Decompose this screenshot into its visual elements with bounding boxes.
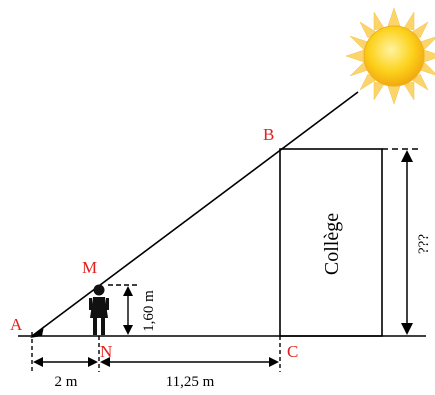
person-height-arrow bbox=[123, 286, 133, 335]
point-label-N: N bbox=[100, 342, 112, 361]
dim-NC-arrow bbox=[100, 357, 279, 367]
dist-NC-label: 11,25 m bbox=[166, 374, 215, 390]
building-label: Collège bbox=[321, 213, 343, 275]
sun-icon bbox=[345, 7, 435, 105]
dist-AN-label: 2 m bbox=[55, 374, 78, 390]
person-icon bbox=[89, 284, 109, 335]
unknown-height-label: ??? bbox=[416, 234, 432, 254]
point-A-marker bbox=[30, 326, 44, 338]
building-height-arrow bbox=[401, 150, 413, 335]
point-label-M: M bbox=[82, 258, 97, 277]
building-rect bbox=[279, 148, 383, 337]
point-label-A: A bbox=[10, 315, 23, 334]
dim-AN-arrow bbox=[33, 357, 98, 367]
sun-ray-line bbox=[31, 91, 359, 337]
person-height-label: 1,60 m bbox=[141, 290, 157, 332]
point-label-B: B bbox=[263, 125, 274, 144]
point-label-C: C bbox=[287, 342, 298, 361]
